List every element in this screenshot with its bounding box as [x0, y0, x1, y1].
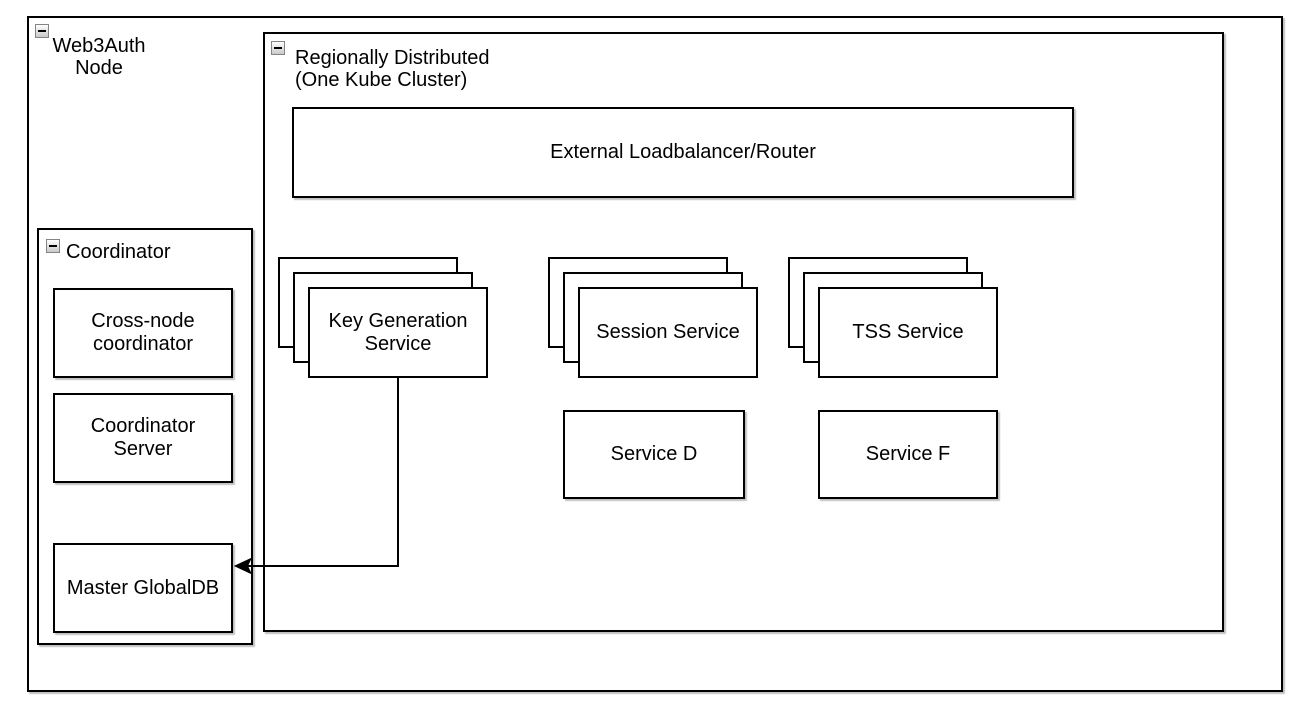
tss-service-box: TSS Service	[818, 287, 998, 378]
coordinator-server-box: Coordinator Server	[53, 393, 233, 483]
service-d-label: Service D	[610, 443, 698, 465]
cross-node-coordinator-label: Cross-node coordinator	[91, 310, 195, 355]
collapse-minus-icon[interactable]	[271, 41, 285, 55]
session-service-box: Session Service	[578, 287, 758, 378]
title-line: Node	[75, 57, 123, 79]
master-globaldb-box: Master GlobalDB	[53, 543, 233, 633]
minus-icon	[38, 30, 46, 32]
service-d-box: Service D	[563, 410, 745, 499]
coordinator-title: Coordinator	[66, 241, 171, 263]
title-line: Regionally Distributed	[295, 47, 490, 69]
external-loadbalancer-box: External Loadbalancer/Router	[292, 107, 1074, 198]
collapse-minus-icon[interactable]	[46, 239, 60, 253]
key-generation-service-box: Key Generation Service	[308, 287, 488, 378]
web3auth-node-title: Web3Auth Node	[37, 35, 161, 79]
external-loadbalancer-label: External Loadbalancer/Router	[550, 141, 816, 163]
cross-node-coordinator-box: Cross-node coordinator	[53, 288, 233, 378]
coordinator-server-label: Coordinator Server	[90, 415, 196, 460]
session-service-label: Session Service	[596, 321, 740, 343]
minus-icon	[49, 245, 57, 247]
regional-cluster-title: Regionally Distributed (One Kube Cluster…	[295, 47, 490, 91]
collapse-minus-icon[interactable]	[35, 24, 49, 38]
service-f-label: Service F	[865, 443, 951, 465]
title-line: Web3Auth	[52, 35, 146, 57]
master-globaldb-label: Master GlobalDB	[66, 576, 220, 599]
title-line: (One Kube Cluster)	[295, 69, 468, 91]
tss-service-label: TSS Service	[852, 321, 964, 343]
key-generation-service-label: Key Generation Service	[328, 309, 468, 355]
service-f-box: Service F	[818, 410, 998, 499]
minus-icon	[274, 47, 282, 49]
